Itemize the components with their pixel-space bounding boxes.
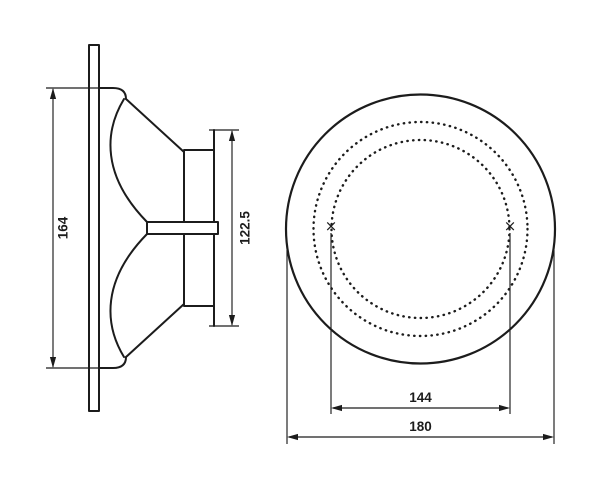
- dimension-144: 144: [330, 233, 511, 414]
- dimension-122-5-label: 122.5: [238, 211, 253, 245]
- basket-arm-top: [125, 98, 185, 153]
- arrowhead-down: [49, 357, 57, 368]
- cone-curve-top: [109, 98, 148, 223]
- dimension-122-5: 122.5: [209, 129, 253, 327]
- pole-piece: [146, 221, 219, 235]
- outer-circle: [284, 93, 557, 365]
- arrowhead-up: [228, 130, 236, 141]
- arrowhead-right: [543, 433, 554, 441]
- arrowhead-up: [49, 88, 57, 99]
- basket-arm-bottom: [125, 303, 185, 358]
- dimension-144-label: 144: [409, 390, 432, 405]
- mounting-plate: [88, 44, 100, 412]
- dimension-180: 180: [286, 250, 555, 444]
- front-view: × × 144 180: [284, 93, 557, 444]
- bezel-lip-bottom: [98, 356, 127, 369]
- hole-marker-left-icon: ×: [325, 217, 338, 235]
- arrowhead-down: [228, 315, 236, 326]
- bezel-lip-top: [98, 87, 127, 100]
- arrowhead-left: [287, 433, 298, 441]
- cone-curve-bottom: [109, 233, 148, 358]
- dotted-circle-inner: [330, 138, 511, 320]
- dimension-164-label: 164: [56, 216, 71, 239]
- side-view: 164 122.5: [46, 44, 253, 412]
- dotted-circle-outer: [312, 120, 529, 338]
- dimension-180-label: 180: [409, 419, 432, 434]
- arrowhead-left: [331, 404, 342, 412]
- dimension-164: 164: [46, 87, 99, 369]
- arrowhead-right: [499, 404, 510, 412]
- hole-marker-right-icon: ×: [504, 217, 517, 235]
